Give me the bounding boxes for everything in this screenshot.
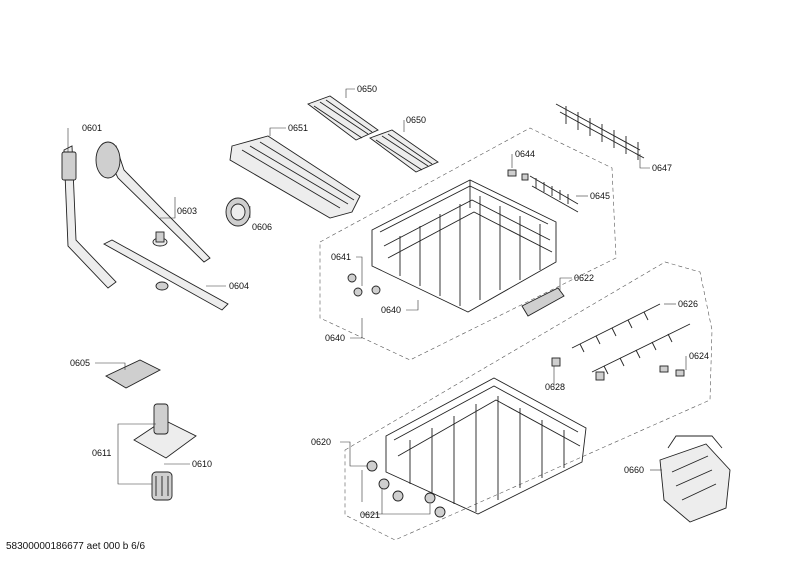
- label-0628: 0628: [545, 382, 565, 392]
- cutlery-basket-part: [659, 435, 731, 523]
- leader-0603: [160, 197, 176, 219]
- upper-basket-group-outline: [319, 127, 617, 361]
- microfilter-part: [151, 471, 173, 501]
- water-pipe-part: [61, 145, 117, 289]
- leader-0621: [361, 470, 431, 515]
- label-0641: 0641: [331, 252, 351, 262]
- label-0604: 0604: [229, 281, 249, 291]
- leader-0647: [639, 154, 650, 169]
- lower-spray-arm-part: [103, 239, 229, 311]
- label-0647: 0647: [652, 163, 672, 173]
- label-0620: 0620: [311, 437, 331, 447]
- filter-plate-part: [133, 403, 197, 459]
- rack-insert-part-2: [369, 129, 439, 173]
- label-0644: 0644: [515, 149, 535, 159]
- leader-0605: [95, 362, 126, 370]
- leader-0611: [117, 423, 156, 485]
- fold-rack-part: [529, 175, 579, 213]
- filter-cover-part: [105, 359, 161, 389]
- label-0622: 0622: [574, 273, 594, 283]
- upper-spray-arm-part: [95, 141, 211, 263]
- tine-rails-part: [571, 303, 691, 375]
- label-0626: 0626: [678, 299, 698, 309]
- leader-0622: [559, 277, 572, 290]
- disc-part: [225, 197, 251, 227]
- lower-basket-part: [385, 377, 587, 515]
- label-0640-upper: 0640: [381, 305, 401, 315]
- label-0645: 0645: [590, 191, 610, 201]
- label-0606: 0606: [252, 222, 272, 232]
- small-clip-part: [507, 169, 529, 181]
- leader-0641: [356, 256, 363, 286]
- holder-parts: [551, 357, 685, 381]
- leader-0651: [269, 127, 286, 136]
- leader-0650a: [345, 88, 355, 98]
- label-0621: 0621: [360, 510, 380, 520]
- document-code: 58300000186677 aet 000 b 6/6: [6, 541, 146, 552]
- label-0611: 0611: [92, 448, 111, 458]
- rack-insert-part-1: [307, 95, 379, 141]
- label-0650-right: 0650: [406, 115, 426, 125]
- label-0640-lower: 0640: [325, 333, 345, 343]
- label-0651: 0651: [288, 123, 308, 133]
- label-0650-top: 0650: [357, 84, 377, 94]
- handle-part: [521, 287, 565, 317]
- label-0603: 0603: [177, 206, 197, 216]
- upper-basket-part: [371, 179, 557, 313]
- label-0660: 0660: [624, 465, 644, 475]
- label-0605: 0605: [70, 358, 90, 368]
- clip-parts: [347, 273, 381, 297]
- folding-tines-part: [555, 103, 645, 160]
- leader-0620: [340, 441, 368, 467]
- wheel-parts: [366, 460, 446, 518]
- cutlery-tray-part: [229, 135, 361, 219]
- label-0601: 0601: [82, 123, 102, 133]
- leader-0640b: [350, 318, 363, 339]
- leader-0640a: [406, 300, 419, 311]
- label-0624: 0624: [689, 351, 709, 361]
- label-0610: 0610: [192, 459, 212, 469]
